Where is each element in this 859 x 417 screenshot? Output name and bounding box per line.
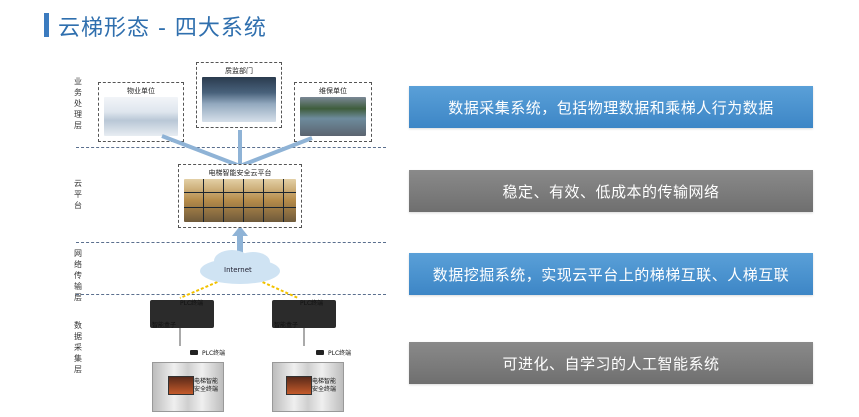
connector-lines bbox=[161, 130, 313, 346]
layer-separator bbox=[76, 147, 386, 148]
maintenance-unit-label: 维保单位 bbox=[319, 87, 347, 95]
arrow-to-property bbox=[161, 134, 241, 168]
page-title: 云梯形态 - 四大系统 bbox=[58, 16, 267, 41]
camera-icon bbox=[190, 350, 198, 355]
system-band-transmission: 稳定、有效、低成本的传输网络 bbox=[409, 170, 813, 212]
system-band-data-collection: 数据采集系统，包括物理数据和乘梯人行为数据 bbox=[409, 86, 813, 128]
layer-separator bbox=[76, 294, 386, 295]
layer-label-collection: 数据采集层 bbox=[74, 321, 82, 374]
smart-box-label-right: 智能盒子 bbox=[274, 322, 299, 329]
arrow-head-icon bbox=[232, 226, 248, 236]
terminal-screen-right bbox=[286, 376, 312, 395]
arrow-to-maintenance bbox=[239, 136, 313, 168]
elevator-car-right bbox=[272, 362, 344, 412]
system-band-ai: 可进化、自学习的人工智能系统 bbox=[409, 342, 813, 384]
title-accent-bar bbox=[44, 13, 49, 37]
office-photo bbox=[104, 97, 178, 136]
smart-box-label-left: 智能盒子 bbox=[152, 322, 177, 329]
layer-label-network: 网络传输层 bbox=[74, 249, 82, 302]
architecture-diagram: 业务处理层 云平台 网络传输层 数据采集层 物业单位 质监部门 维保单位 电梯智… bbox=[72, 58, 392, 415]
plc-label-left-lower: PLC终端 bbox=[202, 350, 226, 357]
plc-device-left bbox=[150, 300, 214, 328]
plc-label-right-lower: PLC终端 bbox=[328, 350, 352, 357]
cloud-platform-box: 电梯智能安全云平台 bbox=[178, 164, 302, 228]
layer-label-business: 业务处理层 bbox=[74, 77, 82, 130]
layer-label-cloud: 云平台 bbox=[74, 179, 82, 210]
control-room-photo bbox=[202, 77, 276, 122]
signal-link-left bbox=[179, 279, 223, 299]
terminal-label-right: 电梯智能安全终端 bbox=[312, 378, 337, 393]
supervision-dept-label: 质监部门 bbox=[225, 67, 253, 75]
video-wall-photo bbox=[184, 179, 296, 222]
internet-cloud-puff bbox=[236, 252, 270, 272]
property-unit-box: 物业单位 bbox=[98, 82, 184, 142]
plc-label-right: PLC终端 bbox=[300, 300, 324, 307]
property-unit-label: 物业单位 bbox=[127, 87, 155, 95]
supervision-dept-box: 质监部门 bbox=[196, 62, 282, 128]
internet-label: Internet bbox=[224, 266, 252, 274]
system-band-data-mining: 数据挖掘系统，实现云平台上的梯梯互联、人梯互联 bbox=[409, 253, 813, 295]
plc-label-left: PLC终端 bbox=[180, 300, 204, 307]
plc-device-right bbox=[272, 300, 336, 328]
layer-separator bbox=[76, 242, 386, 243]
cloud-platform-label: 电梯智能安全云平台 bbox=[208, 169, 272, 177]
maintenance-unit-box: 维保单位 bbox=[294, 82, 372, 142]
terminal-label-left: 电梯智能安全终端 bbox=[194, 378, 219, 393]
monitor-wall-photo bbox=[300, 97, 366, 136]
terminal-screen-left bbox=[168, 376, 194, 395]
camera-icon bbox=[316, 350, 324, 355]
signal-link-right bbox=[257, 279, 299, 299]
